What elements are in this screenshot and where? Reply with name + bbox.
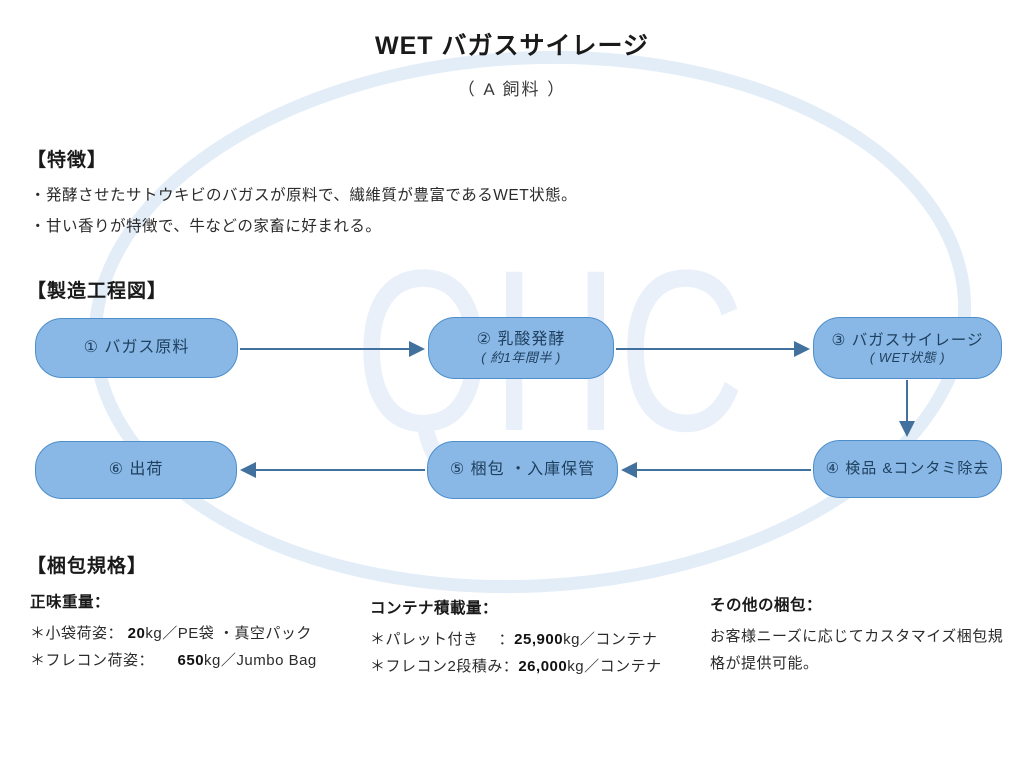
- packing-line-text: ＊フレコン2段積み：: [370, 658, 519, 675]
- packing-line-text: ＊小袋荷姿：: [30, 625, 128, 642]
- packing-line-value: 650: [177, 652, 205, 669]
- flow-step-3-bagasse-silage: ③ バガスサイレージ ( WET状態 ): [813, 317, 1002, 379]
- flow-step-1-bagasse-raw: ① バガス原料: [35, 318, 238, 378]
- packing-line-value: 26,000: [518, 658, 568, 675]
- packing-line-value: 25,900: [514, 631, 564, 648]
- packing-line-text: kg／コンテナ: [563, 631, 658, 648]
- flow-step-label: ① バガス原料: [83, 339, 190, 356]
- packing-line-text: kg／コンテナ: [567, 658, 662, 675]
- packing-net-weight-column: 正味重量： ＊小袋荷姿： 20kg／PE袋 ・真空パック ＊フレコン荷姿： 65…: [30, 590, 360, 674]
- packing-container-load-column: コンテナ積載量： ＊パレット付き ：25,900kg／コンテナ ＊フレコン2段積…: [370, 596, 700, 680]
- packing-line: ＊パレット付き ：25,900kg／コンテナ: [370, 626, 700, 653]
- flow-step-5-packing-storage: ⑤ 梱包 ・入庫保管: [427, 441, 618, 499]
- packing-line-text: kg／Jumbo Bag: [204, 652, 317, 669]
- flow-step-label: ⑥ 出荷: [108, 461, 164, 478]
- flow-step-label: ③ バガスサイレージ: [831, 331, 984, 349]
- feature-item: ・発酵させたサトウキビのバガスが原料で、繊維質が豊富であるWET状態。: [30, 187, 578, 204]
- packing-heading: 【梱包規格】: [27, 556, 148, 577]
- packing-line: ＊フレコン荷姿： 650kg／Jumbo Bag: [30, 647, 360, 674]
- packing-line-text: ＊パレット付き ：: [370, 631, 515, 648]
- packing-line: お客様ニーズに応じてカスタマイズ梱包規格が提供可能。: [710, 628, 1004, 672]
- packing-column-title: その他の梱包：: [710, 597, 823, 614]
- flow-step-note: ( 約1年間半 ): [481, 350, 561, 366]
- flow-step-2-lactic-fermentation: ② 乳酸発酵 ( 約1年間半 ): [428, 317, 614, 379]
- flow-step-4-inspection: ④ 検品 &コンタミ除去: [813, 440, 1002, 498]
- process-heading: 【製造工程図】: [27, 281, 168, 302]
- page-subtitle: （ A 飼料 ）: [457, 80, 567, 99]
- packing-line-text: kg／PE袋 ・真空パック: [145, 625, 312, 642]
- packing-line: ＊小袋荷姿： 20kg／PE袋 ・真空パック: [30, 620, 360, 647]
- flow-step-6-shipping: ⑥ 出荷: [35, 441, 237, 499]
- features-heading: 【特徴】: [27, 150, 108, 171]
- packing-line-value: 20: [127, 625, 146, 642]
- feature-item: ・甘い香りが特徴で、牛などの家畜に好まれる。: [30, 218, 382, 235]
- packing-column-title: 正味重量：: [30, 594, 111, 611]
- flow-step-note: ( WET状態 ): [869, 349, 946, 365]
- flow-step-label: ⑤ 梱包 ・入庫保管: [449, 461, 596, 478]
- packing-line: ＊フレコン2段積み：26,000kg／コンテナ: [370, 653, 700, 680]
- flow-step-label: ④ 検品 &コンタミ除去: [825, 459, 990, 477]
- page-title: WET バガスサイレージ: [375, 32, 649, 60]
- flow-step-label: ② 乳酸発酵: [476, 331, 566, 349]
- packing-other-column: その他の梱包： お客様ニーズに応じてカスタマイズ梱包規格が提供可能。: [710, 593, 1010, 677]
- packing-column-title: コンテナ積載量：: [370, 600, 499, 617]
- packing-line-text: ＊フレコン荷姿：: [30, 652, 178, 669]
